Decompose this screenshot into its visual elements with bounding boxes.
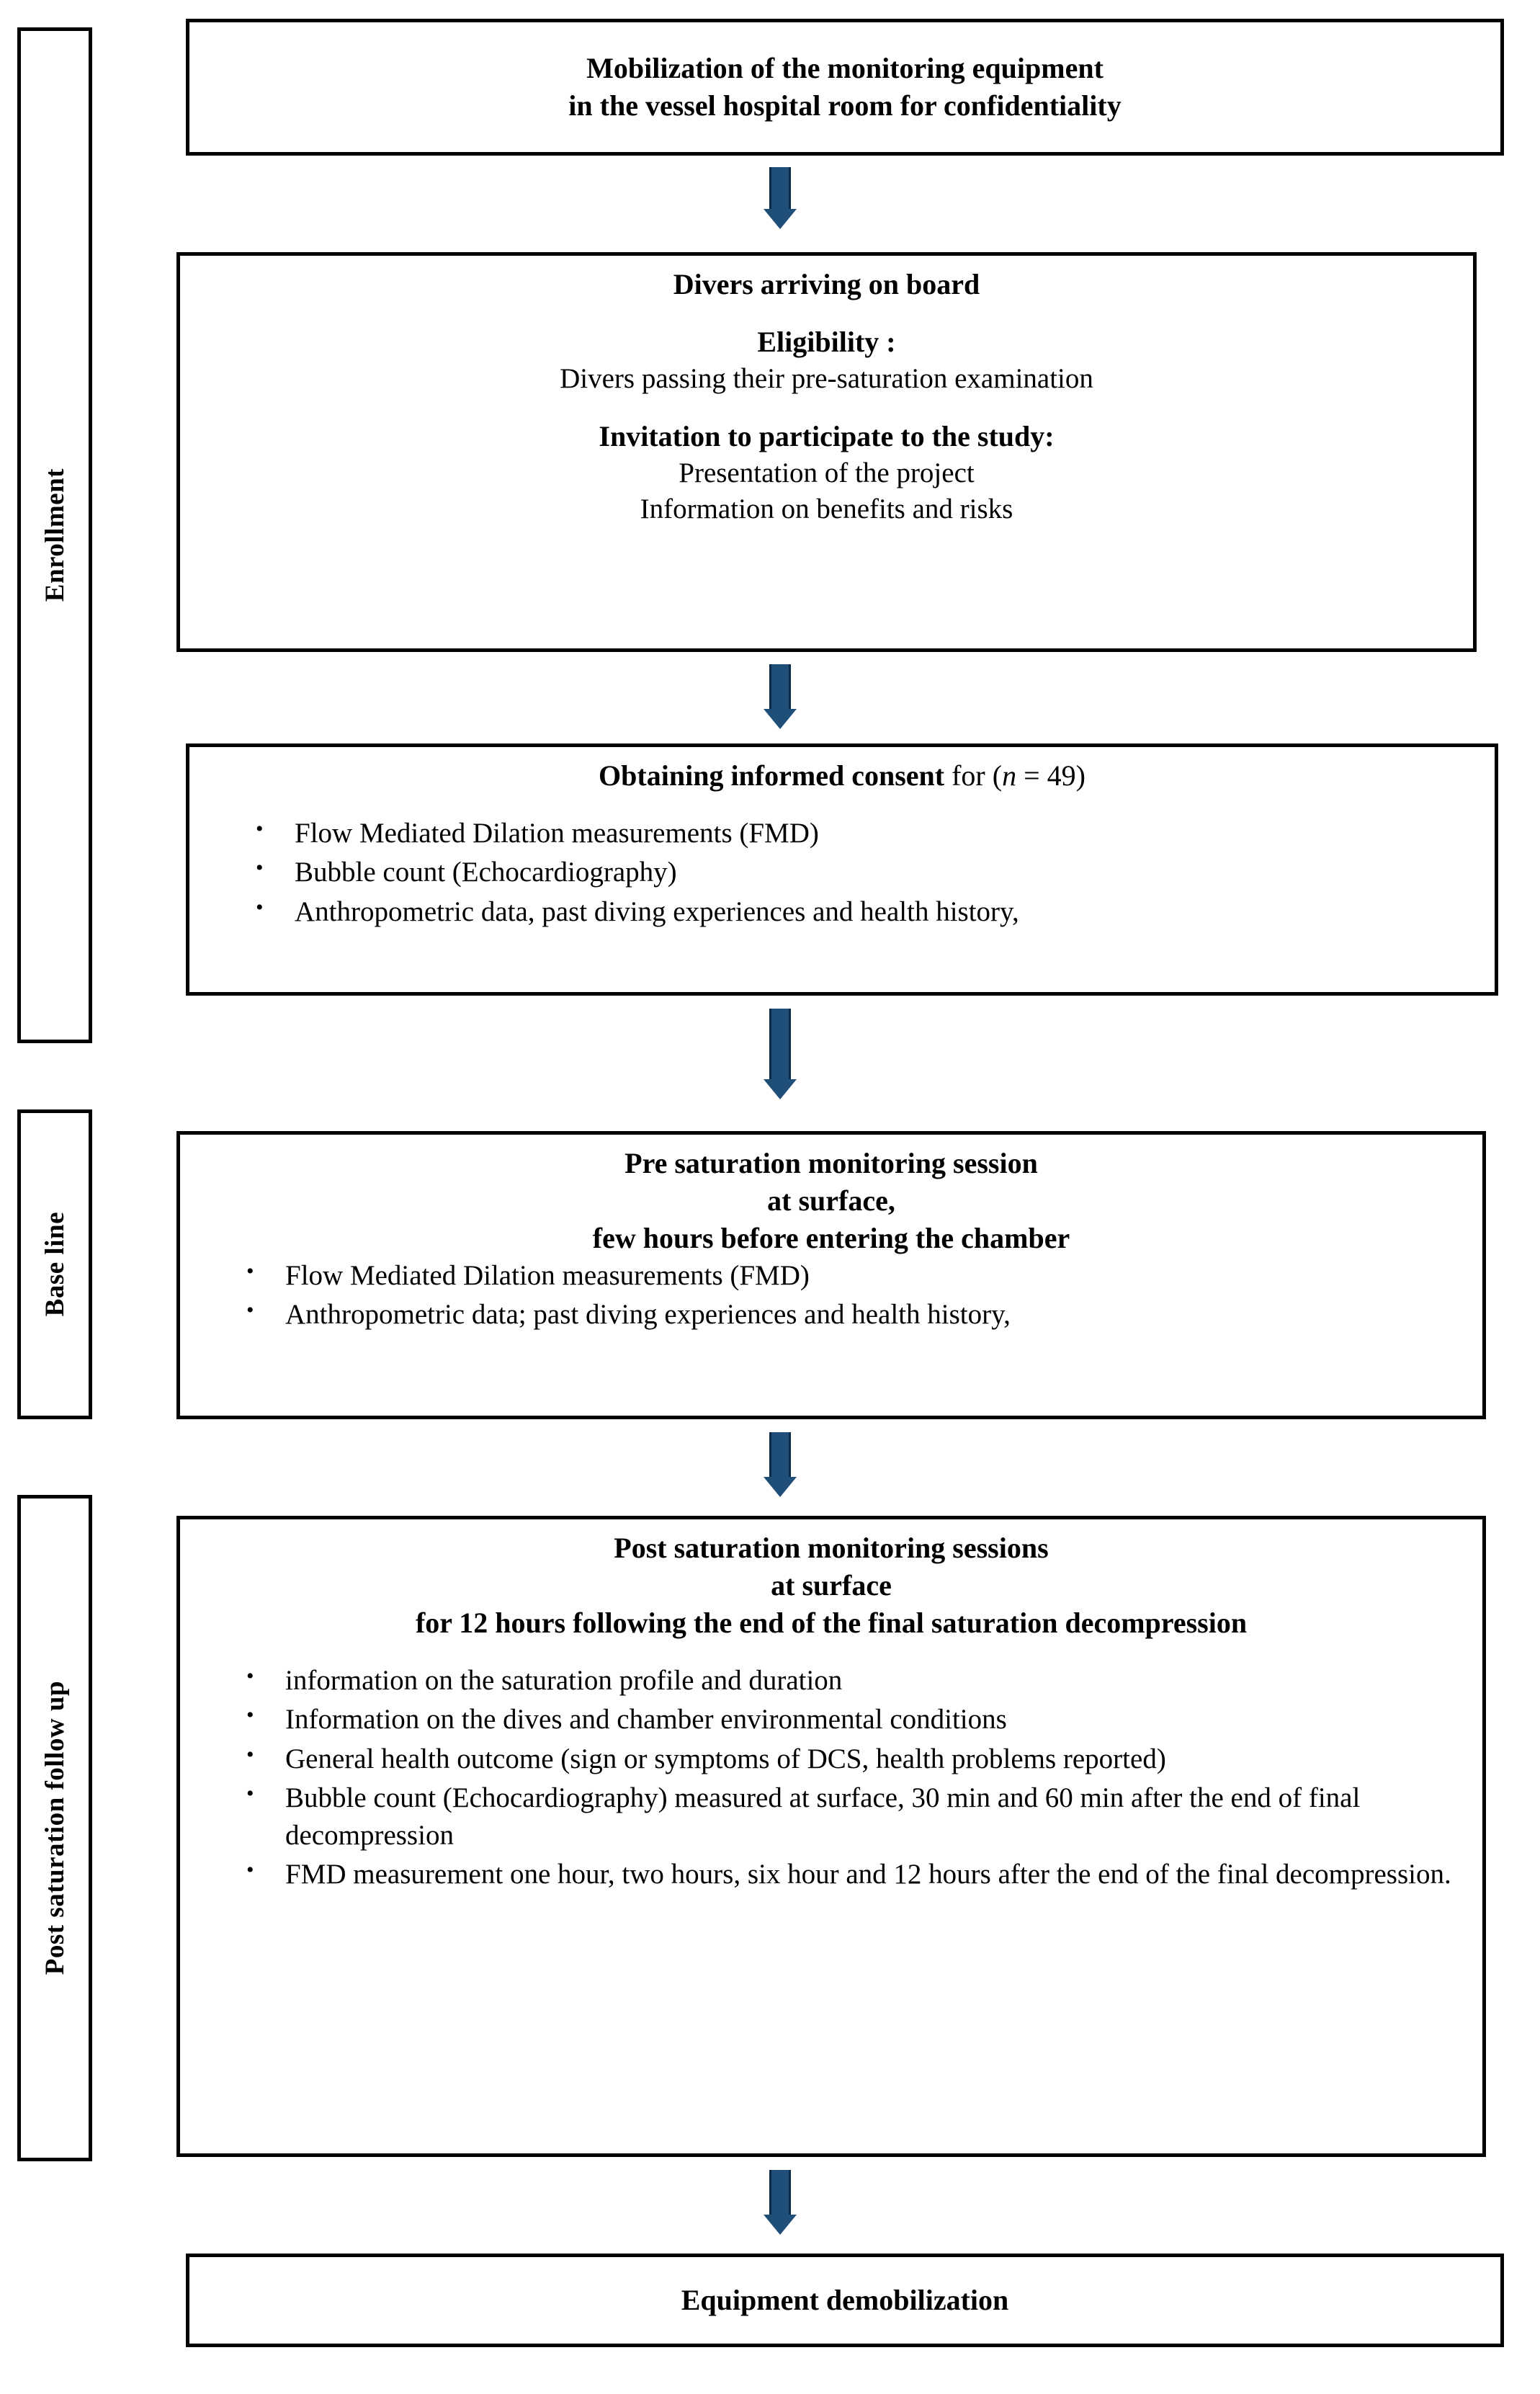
box-postsat-title-line1: Post saturation monitoring sessions: [614, 1532, 1049, 1564]
box-equipment-demobilization: Equipment demobilization: [186, 2254, 1504, 2347]
box-demob-title: Equipment demobilization: [681, 2284, 1009, 2316]
arrow-down-icon: [764, 664, 797, 729]
box-consent-heading-rest: for (: [952, 759, 1003, 792]
box-consent-heading-bold: Obtaining informed consent: [599, 759, 945, 792]
box-informed-consent: Obtaining informed consent for (n = 49) …: [186, 743, 1498, 996]
stage-label-enrollment-text: Enrollment: [40, 468, 70, 602]
box-presat-bullet-list: Flow Mediated Dilation measurements (FMD…: [199, 1257, 1464, 1334]
box-consent-bullet-list: Flow Mediated Dilation measurements (FMD…: [208, 815, 1476, 931]
list-item: Anthropometric data, past diving experie…: [208, 893, 1476, 931]
box-consent-heading-n-value: = 49): [1024, 759, 1085, 792]
list-item: FMD measurement one hour, two hours, six…: [199, 1856, 1464, 1893]
box-presat-title-line1: Pre saturation monitoring session: [624, 1147, 1038, 1179]
box-postsat-title-line2: at surface: [771, 1569, 892, 1602]
arrow-down-icon: [764, 167, 797, 229]
box-arriving-invitation-line1: Presentation of the project: [679, 457, 975, 488]
box-arriving-eligibility-text: Divers passing their pre-saturation exam…: [560, 363, 1093, 394]
box-postsat-bullet-list: information on the saturation profile an…: [199, 1662, 1464, 1894]
box-arriving-invitation-line2: Information on benefits and risks: [640, 493, 1013, 525]
list-item: information on the saturation profile an…: [199, 1662, 1464, 1700]
box-divers-arriving: Divers arriving on board Eligibility : D…: [176, 252, 1477, 652]
list-item: Flow Mediated Dilation measurements (FMD…: [199, 1257, 1464, 1295]
box-post-saturation-monitoring: Post saturation monitoring sessions at s…: [176, 1516, 1486, 2157]
box-arriving-heading: Divers arriving on board: [673, 268, 980, 300]
stage-label-baseline: Base line: [17, 1109, 92, 1419]
box-pre-saturation-monitoring: Pre saturation monitoring session at sur…: [176, 1131, 1486, 1419]
box-mobilization-title-line2: in the vessel hospital room for confiden…: [568, 89, 1122, 122]
arrow-down-icon: [764, 1432, 797, 1497]
stage-label-enrollment: Enrollment: [17, 27, 92, 1043]
list-item: Bubble count (Echocardiography) measured…: [199, 1779, 1464, 1855]
stage-label-post-saturation-text: Post saturation follow up: [40, 1681, 70, 1975]
stage-label-baseline-text: Base line: [40, 1212, 70, 1317]
box-presat-title-line2: at surface,: [767, 1184, 895, 1217]
box-mobilization-title-line1: Mobilization of the monitoring equipment: [586, 52, 1103, 84]
arrow-down-icon: [764, 1009, 797, 1099]
list-item: Bubble count (Echocardiography): [208, 854, 1476, 891]
stage-label-post-saturation-follow-up: Post saturation follow up: [17, 1495, 92, 2161]
list-item: Anthropometric data; past diving experie…: [199, 1296, 1464, 1334]
box-presat-title-line3: few hours before entering the chamber: [592, 1222, 1070, 1254]
box-mobilization: Mobilization of the monitoring equipment…: [186, 19, 1504, 156]
box-consent-heading-n: n: [1002, 759, 1017, 792]
box-postsat-title-line3: for 12 hours following the end of the fi…: [415, 1607, 1248, 1639]
box-arriving-invitation-label: Invitation to participate to the study:: [599, 419, 1055, 452]
list-item: Information on the dives and chamber env…: [199, 1701, 1464, 1738]
box-arriving-eligibility-label: Eligibility :: [757, 326, 896, 358]
list-item: General health outcome (sign or symptoms…: [199, 1741, 1464, 1778]
arrow-down-icon: [764, 2170, 797, 2235]
list-item: Flow Mediated Dilation measurements (FMD…: [208, 815, 1476, 852]
